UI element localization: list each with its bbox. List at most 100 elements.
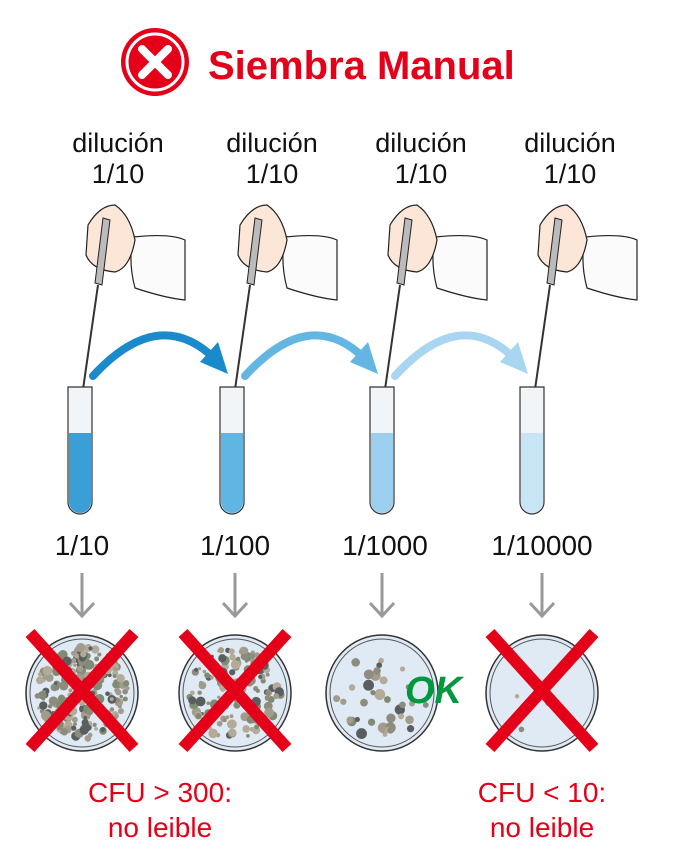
colony [405, 684, 411, 690]
colony [379, 676, 388, 685]
icon-x [138, 45, 172, 79]
colony [216, 720, 223, 727]
tube-liquid [521, 433, 543, 513]
colony [374, 689, 386, 700]
tube-liquid [69, 433, 91, 513]
colony [109, 707, 115, 712]
colony [225, 715, 230, 720]
colony [255, 688, 260, 693]
reject-x-icon [485, 628, 599, 753]
colony [115, 689, 122, 696]
hand [387, 204, 438, 273]
colony [217, 695, 221, 699]
colony [217, 647, 225, 654]
colony [68, 688, 73, 693]
colony [356, 728, 367, 740]
down-arrow [528, 573, 556, 619]
colony [92, 722, 97, 728]
hand-with-pipette-1 [74, 204, 186, 446]
colony [363, 669, 374, 680]
colony [240, 652, 249, 661]
colony [218, 654, 227, 663]
colony [229, 714, 234, 719]
pipette-body [396, 217, 413, 286]
pipette-body [94, 217, 111, 286]
colony [100, 727, 106, 733]
colony [37, 672, 42, 677]
colony [70, 725, 77, 731]
colony [197, 690, 202, 695]
transfer-arrow-1 [89, 331, 228, 380]
colony [97, 652, 102, 657]
colony [236, 656, 241, 662]
colony [117, 708, 125, 715]
colony [405, 715, 414, 725]
colony [360, 698, 368, 707]
colony [400, 666, 406, 672]
coat-sleeve [130, 234, 186, 301]
down-arrow [368, 573, 396, 619]
colony [53, 670, 58, 675]
colony [70, 657, 77, 664]
colony [109, 697, 114, 702]
colony [373, 667, 381, 675]
colony [194, 667, 199, 672]
arrow-head [350, 342, 378, 374]
colony [220, 687, 225, 693]
colony [408, 700, 416, 707]
reject-x-icon [25, 628, 139, 753]
colony [125, 686, 130, 691]
arrow-head [200, 342, 228, 374]
icon-ring [125, 32, 185, 92]
test-tube-4 [519, 386, 545, 515]
dish-rim [182, 638, 288, 748]
colony [122, 696, 128, 702]
colony [367, 718, 376, 726]
colony [86, 708, 94, 716]
down-arrow-icon-2 [221, 573, 249, 619]
colony [80, 651, 87, 658]
colony [53, 684, 60, 691]
colony [229, 669, 236, 676]
colony [399, 701, 406, 709]
colony [346, 716, 354, 724]
tube-liquid [221, 433, 243, 513]
colony [105, 691, 110, 697]
colony [351, 658, 360, 667]
colony [83, 715, 88, 720]
colony [42, 665, 53, 676]
colony [197, 667, 202, 671]
colony [333, 695, 341, 703]
arrow-head [500, 342, 528, 374]
colony [94, 726, 99, 731]
colony [88, 646, 93, 651]
colony [265, 689, 272, 697]
colony [73, 722, 77, 726]
colony [228, 648, 235, 655]
ratio-label-3: 1/1000 [342, 530, 428, 561]
colony [518, 726, 525, 733]
colony [264, 695, 270, 701]
colony [116, 673, 125, 683]
colony [398, 713, 405, 720]
coat-sleeve [432, 234, 488, 301]
colony [195, 713, 202, 719]
colony [254, 724, 260, 730]
colony [240, 647, 249, 655]
colony [354, 716, 360, 723]
colony [209, 675, 214, 680]
arrow-curve [89, 331, 218, 380]
ratio-label-2: 1/100 [199, 530, 271, 561]
ok-badge: OK [405, 670, 462, 712]
colony [122, 680, 130, 687]
ratio-label-1: 1/10 [54, 530, 110, 561]
colony [340, 698, 347, 705]
arrow-curve [391, 331, 518, 380]
hand [537, 204, 588, 273]
colony [204, 672, 210, 679]
colony [249, 653, 256, 660]
colony [384, 696, 391, 703]
